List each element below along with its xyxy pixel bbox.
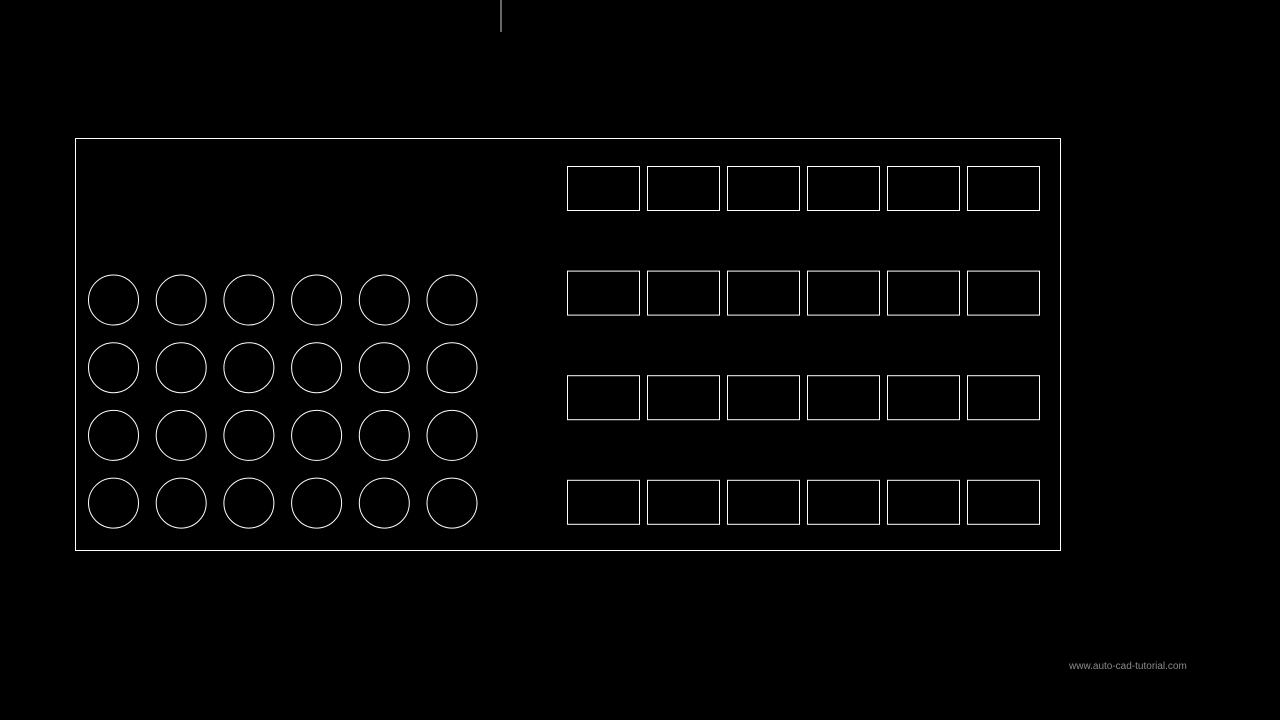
array-rectangle[interactable]: [567, 166, 640, 211]
array-rectangle[interactable]: [647, 166, 720, 211]
rectangle-array[interactable]: [567, 166, 1040, 525]
array-circle[interactable]: [223, 342, 275, 394]
watermark-text: www.auto-cad-tutorial.com: [1069, 661, 1187, 672]
array-rectangle[interactable]: [647, 270, 720, 316]
array-circle[interactable]: [358, 477, 410, 529]
array-circle[interactable]: [155, 342, 207, 394]
outer-boundary-rectangle[interactable]: [75, 138, 1061, 551]
array-rectangle[interactable]: [887, 270, 960, 316]
array-circle[interactable]: [426, 342, 478, 394]
array-rectangle[interactable]: [647, 479, 720, 525]
array-circle[interactable]: [358, 409, 410, 461]
array-rectangle[interactable]: [807, 166, 880, 211]
array-rectangle[interactable]: [727, 270, 800, 316]
array-circle[interactable]: [88, 409, 139, 461]
array-rectangle[interactable]: [887, 375, 960, 421]
array-rectangle[interactable]: [967, 270, 1040, 316]
array-circle[interactable]: [155, 477, 207, 529]
array-rectangle[interactable]: [567, 375, 640, 421]
array-circle[interactable]: [291, 342, 343, 394]
array-circle[interactable]: [291, 409, 343, 461]
array-rectangle[interactable]: [567, 270, 640, 316]
array-circle[interactable]: [291, 477, 343, 529]
array-rectangle[interactable]: [887, 479, 960, 525]
array-rectangle[interactable]: [647, 375, 720, 421]
array-circle[interactable]: [426, 477, 478, 529]
array-circle[interactable]: [291, 274, 343, 326]
array-rectangle[interactable]: [967, 479, 1040, 525]
array-circle[interactable]: [358, 342, 410, 394]
array-circle[interactable]: [426, 274, 478, 326]
array-circle[interactable]: [88, 477, 139, 529]
array-circle[interactable]: [88, 342, 139, 394]
array-circle[interactable]: [223, 409, 275, 461]
array-circle[interactable]: [223, 274, 275, 326]
array-rectangle[interactable]: [727, 479, 800, 525]
array-rectangle[interactable]: [807, 270, 880, 316]
array-rectangle[interactable]: [807, 479, 880, 525]
circle-array[interactable]: [88, 274, 478, 529]
array-rectangle[interactable]: [727, 375, 800, 421]
array-circle[interactable]: [155, 274, 207, 326]
array-rectangle[interactable]: [807, 375, 880, 421]
array-circle[interactable]: [223, 477, 275, 529]
array-rectangle[interactable]: [567, 479, 640, 525]
array-circle[interactable]: [155, 409, 207, 461]
array-circle[interactable]: [426, 409, 478, 461]
array-rectangle[interactable]: [967, 375, 1040, 421]
array-rectangle[interactable]: [967, 166, 1040, 211]
array-circle[interactable]: [358, 274, 410, 326]
array-circle[interactable]: [88, 274, 139, 326]
array-rectangle[interactable]: [727, 166, 800, 211]
array-rectangle[interactable]: [887, 166, 960, 211]
